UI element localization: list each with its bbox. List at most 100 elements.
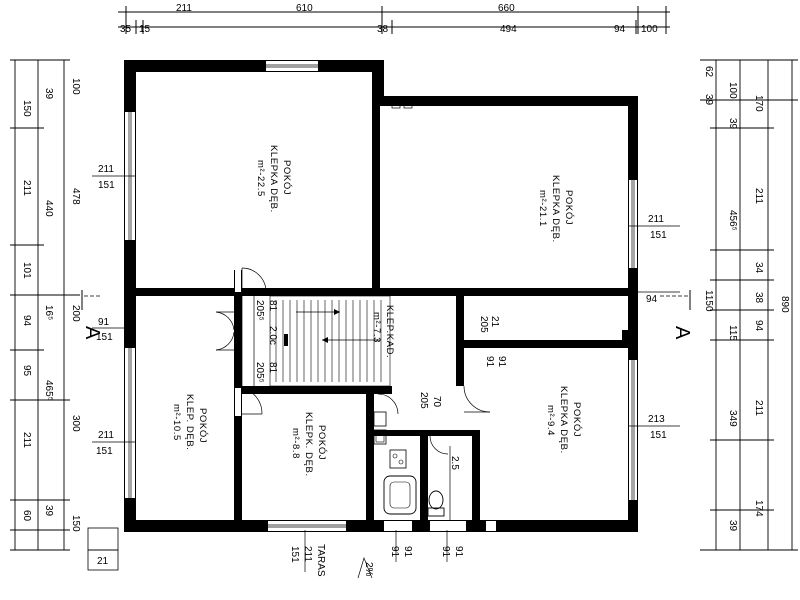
dim-left-300: 300: [70, 415, 81, 432]
room-5-floor: KLEPK. DĘB.: [303, 412, 314, 477]
room-5-name: POKÓJ: [316, 425, 327, 460]
room-3-hall: KLEP.KAD. m²-7.3: [371, 305, 395, 358]
dim-right-34: 34: [753, 262, 764, 274]
door-dim-205-a: 205: [478, 316, 489, 333]
dim-right-170: 170: [753, 95, 764, 112]
slope-label: 2%: [363, 562, 374, 577]
dim-right-39-a: 39: [703, 94, 714, 106]
dim-right-94: 94: [753, 320, 764, 332]
dim-2-5: 2.5: [449, 456, 460, 470]
stair-treads: [275, 300, 382, 382]
dim-left-60: 60: [21, 510, 32, 522]
dim-top-660: 660: [498, 3, 515, 14]
section-a-marker: A A: [81, 290, 693, 340]
room-5: POKÓJ KLEPK. DĘB. m²-8.8: [290, 412, 327, 477]
dim-left-95: 95: [21, 365, 32, 377]
win-dim-91-c: 91: [389, 546, 400, 558]
dim-left-39-a: 39: [43, 88, 54, 100]
door-dim-205-5-b: 205⁵: [254, 362, 265, 383]
dim-left-440: 440: [43, 200, 54, 217]
win-dim-91-e: 91: [440, 546, 451, 558]
dim-left-101: 101: [21, 262, 32, 279]
room-3-area: m²-7.3: [371, 312, 382, 343]
room-2-name: POKÓJ: [563, 190, 574, 225]
dim-left-150-b: 150: [70, 515, 81, 532]
win-dim-211-d: 211: [302, 546, 313, 562]
win-dim-211-b: 211: [98, 430, 114, 441]
dim-right-456-5: 456⁵: [727, 210, 738, 231]
dim-top-15: 15: [139, 24, 151, 35]
dim-right-174: 174: [753, 500, 764, 517]
dim-top-211: 211: [176, 3, 192, 14]
win-dim-151-c: 151: [96, 446, 113, 457]
door-dim-81-b: 81: [267, 362, 278, 374]
room-3-name: KLEP.KAD.: [384, 305, 395, 358]
dim-top-94: 94: [614, 24, 626, 35]
dim-top-38: 38: [377, 24, 389, 35]
room-2: POKÓJ KLEPKA DĘB. m²-21.1: [537, 175, 574, 243]
room-1-name: POKÓJ: [281, 160, 292, 195]
dim-left-100: 100: [70, 78, 81, 95]
win-dim-213: 213: [648, 414, 665, 425]
bathtub-icon: [383, 475, 417, 515]
section-a-left: A: [81, 326, 103, 340]
door-dim-91-a: 91: [496, 356, 507, 368]
section-a-right: A: [671, 326, 693, 340]
door-dim-70: 70: [431, 396, 442, 408]
dim-right-349: 349: [727, 410, 738, 427]
dim-left-94: 94: [21, 315, 32, 327]
dim-left-39-b: 39: [43, 505, 54, 517]
dim-left-200: 200: [70, 305, 81, 322]
room-4-area: m²-10.5: [171, 404, 182, 441]
room-6: POKÓJ KLEPKA DĘB. m²-9.4: [545, 386, 582, 454]
dim-right-62: 62: [703, 66, 714, 78]
dim-right-39-c: 39: [727, 520, 738, 532]
win-dim-151-e: 151: [650, 430, 667, 441]
fixture-box-b: [373, 429, 387, 445]
right-dimension-chain: 62 39 100 39 456⁵ 1150 34 38 94 115 349 …: [700, 59, 798, 551]
win-dim-91-d: 91: [402, 546, 413, 558]
opening-dimensions: 211 151 91 151 211 151 211 151 213 151 9…: [87, 164, 680, 579]
dim-right-211-b: 211: [753, 400, 764, 416]
win-dim-151-f: 151: [289, 546, 300, 563]
win-dim-91-f: 91: [453, 546, 464, 558]
dim-left-211-b: 211: [21, 432, 32, 448]
win-dim-211-a: 211: [98, 164, 114, 175]
room-1-area: m²-22.5: [255, 160, 266, 197]
terrace-step-21: 21: [97, 556, 109, 567]
terrace-label: TARAS: [315, 544, 326, 577]
doors: [215, 267, 491, 455]
dim-left-478: 478: [70, 188, 81, 205]
room-6-name: POKÓJ: [571, 402, 582, 437]
dim-left-16-5: 16⁵: [43, 305, 54, 320]
room-5-area: m²-8.8: [290, 428, 301, 459]
door-dim-2-0c: 2.0c: [267, 326, 278, 345]
dim-top-100: 100: [641, 24, 658, 35]
dim-right-38: 38: [753, 292, 764, 304]
dim-right-1150: 1150: [703, 290, 714, 312]
room-4-name: POKÓJ: [197, 408, 208, 443]
dim-right-100: 100: [727, 82, 738, 99]
staircase: [241, 295, 391, 387]
win-dim-151-a: 151: [98, 180, 115, 191]
room-1-floor: KLEPKA DĘB.: [268, 145, 279, 213]
win-dim-94: 94: [646, 294, 658, 305]
win-dim-151-b: 151: [96, 332, 113, 343]
win-dim-151-d: 151: [650, 230, 667, 241]
dim-left-465-5: 465⁵: [43, 380, 54, 401]
left-dimension-chain: 150 211 101 94 95 211 60 39 440 16⁵ 465⁵…: [10, 59, 81, 551]
dim-top-35: 35: [120, 24, 132, 35]
room-2-area: m²-21.1: [537, 190, 548, 227]
dim-left-150: 150: [21, 100, 32, 117]
dim-right-890: 890: [779, 296, 790, 313]
dim-top-494: 494: [500, 24, 517, 35]
room-2-floor: KLEPKA DĘB.: [550, 175, 561, 243]
vent-icon-a: [391, 99, 401, 109]
top-dimension-chain: 211 610 660 35 15 38 494 94 100: [118, 3, 670, 35]
door-dim-205-b: 205: [418, 392, 429, 409]
dim-left-211-a: 211: [21, 180, 32, 196]
bathroom-fixtures: [373, 99, 445, 517]
door-dim-205-5-a: 205⁵: [254, 300, 265, 321]
room-1: POKÓJ KLEPKA DĘB. m²-22.5: [255, 145, 292, 213]
